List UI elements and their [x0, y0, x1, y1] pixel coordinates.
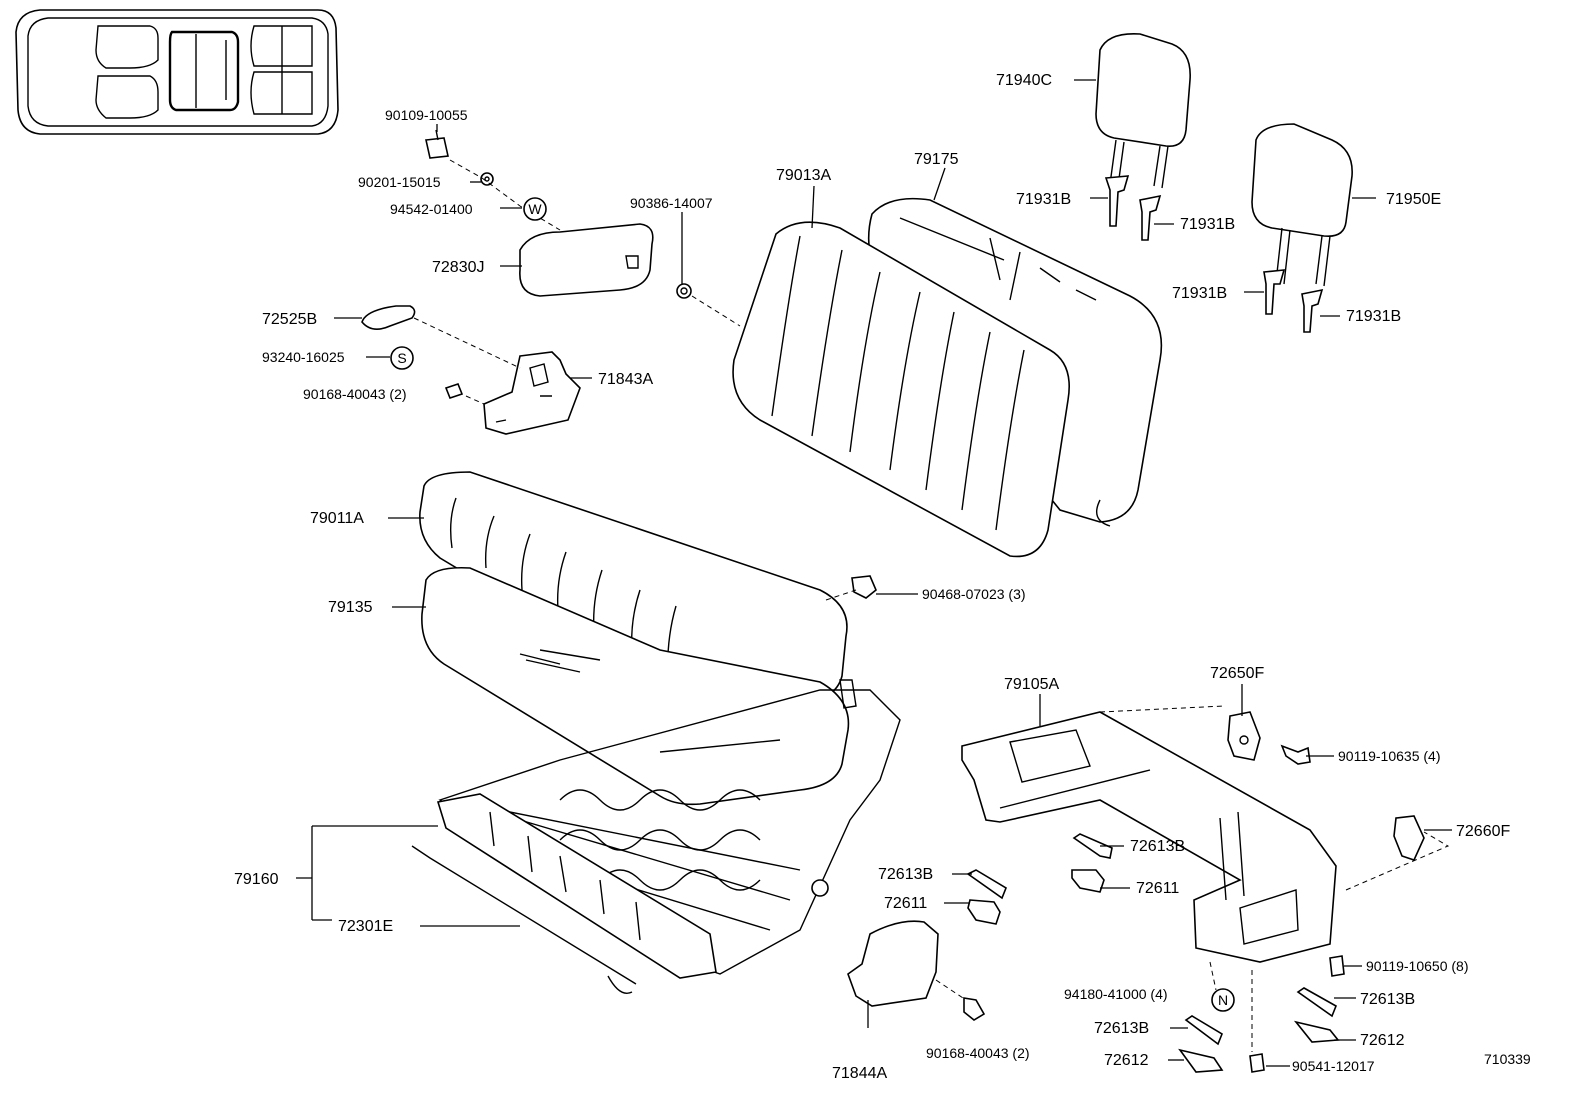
- label-72613B-2: 72613B: [878, 866, 933, 883]
- fasteners-upper: [425, 129, 692, 399]
- lower-frame: [961, 711, 1337, 963]
- label-94180-41000: 94180-41000 (4): [1064, 986, 1168, 1002]
- recliner-cover-upper: [483, 351, 581, 435]
- label-71940C: 71940C: [996, 72, 1052, 89]
- label-90119-10650: 90119-10650 (8): [1366, 958, 1468, 974]
- label-72613B-4: 72613B: [1094, 1020, 1149, 1037]
- label-90109-10055: 90109-10055: [385, 107, 468, 123]
- part-labels: 90109-10055 90201-15015 94542-01400 9038…: [234, 72, 1531, 1082]
- label-79011A: 79011A: [310, 510, 364, 527]
- label-79105A: 79105A: [1004, 676, 1059, 693]
- label-72613B-3: 72613B: [1360, 991, 1415, 1008]
- recliner-cover-lower: [847, 920, 939, 1007]
- label-79175: 79175: [914, 151, 959, 168]
- label-72830J: 72830J: [432, 259, 485, 276]
- headrest-right: [1251, 123, 1353, 287]
- label-90168-40043-upper: 90168-40043 (2): [303, 386, 407, 402]
- label-72612-2: 72612: [1104, 1052, 1149, 1069]
- symbol-n-text: N: [1218, 992, 1228, 1008]
- latch-bracket-upper: [1227, 711, 1261, 761]
- label-90201-15015: 90201-15015: [358, 174, 441, 190]
- leader-lines: [296, 79, 1452, 1067]
- small-brackets: [966, 833, 1340, 1073]
- symbol-s-text: S: [397, 350, 406, 366]
- label-71931B-3: 71931B: [1172, 285, 1227, 302]
- symbol-s: S: [390, 346, 414, 370]
- label-71931B-1: 71931B: [1016, 191, 1071, 208]
- figure-id: 710339: [1484, 1051, 1531, 1067]
- label-71950E: 71950E: [1386, 191, 1441, 208]
- label-93240-16025: 93240-16025: [262, 349, 345, 365]
- vehicle-locator: [15, 9, 339, 135]
- symbol-n: N: [1211, 988, 1235, 1012]
- seat-pad: [436, 793, 717, 979]
- label-72611-1: 72611: [1136, 880, 1179, 897]
- label-72611-2: 72611: [884, 895, 927, 912]
- label-79013A: 79013A: [776, 167, 831, 184]
- seatback-front: [732, 221, 1070, 558]
- label-72650F: 72650F: [1210, 665, 1264, 682]
- latch-bracket-lower: [1393, 815, 1425, 861]
- armrest: [519, 223, 654, 297]
- headrest-left: [1095, 33, 1191, 189]
- label-90468-07023: 90468-07023 (3): [922, 586, 1026, 602]
- label-90541-12017: 90541-12017: [1292, 1058, 1375, 1074]
- label-90386-14007: 90386-14007: [630, 195, 713, 211]
- label-94542-01400: 94542-01400: [390, 201, 473, 217]
- clip: [851, 575, 877, 599]
- fasteners-lower: [963, 955, 1345, 1073]
- label-72612-1: 72612: [1360, 1032, 1405, 1049]
- label-71931B-2: 71931B: [1180, 216, 1235, 233]
- seat-wire: [411, 845, 637, 994]
- label-71931B-4: 71931B: [1346, 308, 1401, 325]
- label-90168-40043-lower: 90168-40043 (2): [926, 1045, 1030, 1061]
- recliner-knob: [361, 305, 416, 330]
- label-72525B: 72525B: [262, 311, 317, 328]
- label-72613B-1: 72613B: [1130, 838, 1185, 855]
- symbol-w: W: [523, 197, 547, 221]
- label-71844A: 71844A: [832, 1065, 887, 1082]
- seat-frame: [438, 679, 901, 975]
- seat-cushion-bottom: [421, 566, 850, 806]
- label-72660F: 72660F: [1456, 823, 1510, 840]
- label-90119-10635: 90119-10635 (4): [1338, 748, 1440, 764]
- label-79160: 79160: [234, 871, 279, 888]
- symbol-w-text: W: [528, 201, 542, 217]
- assembly-lines: [413, 159, 1450, 1052]
- label-72301E: 72301E: [338, 918, 393, 935]
- headrest-guides: [1104, 175, 1324, 333]
- label-79135: 79135: [328, 599, 373, 616]
- bolt-90119a: [1280, 744, 1311, 765]
- label-71843A: 71843A: [598, 371, 653, 388]
